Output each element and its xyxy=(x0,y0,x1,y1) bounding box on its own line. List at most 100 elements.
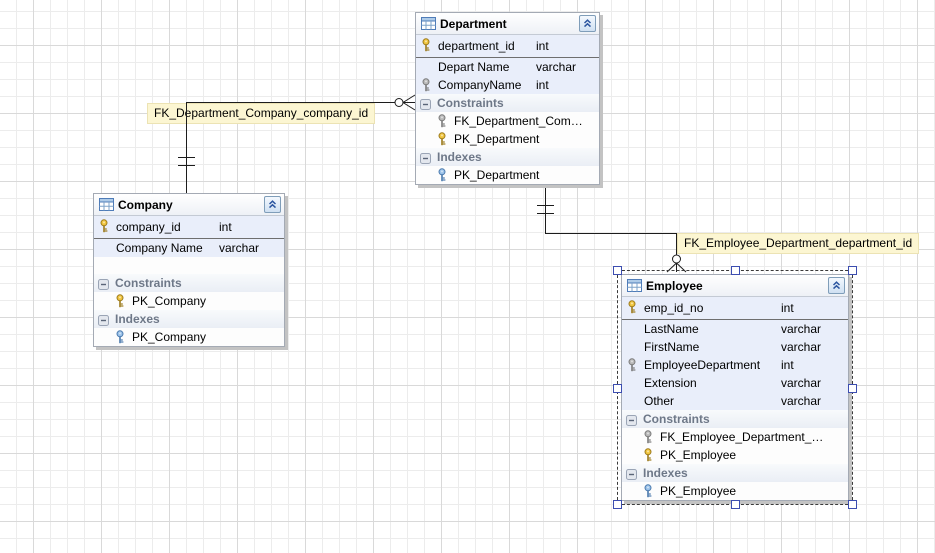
collapse-button[interactable] xyxy=(264,196,281,213)
column-name: Other xyxy=(644,394,675,408)
section-item[interactable]: PK_Company xyxy=(94,328,284,346)
section-label: Constraints xyxy=(115,276,182,290)
section-item[interactable]: PK_Department xyxy=(416,130,599,148)
section-item-name: PK_Company xyxy=(132,330,207,344)
table-title: Company xyxy=(118,197,173,212)
table-grid-icon xyxy=(627,279,642,292)
collapse-button[interactable] xyxy=(828,277,845,294)
section-item-name: PK_Department xyxy=(454,168,540,182)
section-collapse-toggle[interactable] xyxy=(98,313,109,331)
selection-handle[interactable] xyxy=(613,266,622,275)
section-header: Constraints xyxy=(622,410,848,428)
crow-foot-glyph xyxy=(402,94,416,111)
selection-handle[interactable] xyxy=(848,383,857,393)
relationship-line-employee-department[interactable] xyxy=(537,186,687,273)
column-name: CompanyName xyxy=(438,78,522,92)
collapse-minus-icon xyxy=(420,99,431,110)
section-label: Indexes xyxy=(643,466,688,480)
selection-handle[interactable] xyxy=(613,383,622,393)
section-item[interactable]: PK_Employee xyxy=(622,446,848,464)
section-item-name: PK_Employee xyxy=(660,448,737,462)
selection-handle[interactable] xyxy=(848,500,857,509)
column-type: varchar xyxy=(536,60,577,74)
foreign-key-icon xyxy=(644,430,652,444)
section-item[interactable]: FK_Employee_Department_… xyxy=(622,428,848,446)
primary-key-icon xyxy=(438,132,446,146)
column-type: int xyxy=(536,78,549,92)
primary-key-icon xyxy=(422,38,430,52)
column-type: varchar xyxy=(781,394,822,408)
relationship-label-fk-employee-department[interactable]: FK_Employee_Department_department_id xyxy=(677,233,920,254)
column-type: int xyxy=(781,301,794,315)
collapse-double-chevron-up-icon xyxy=(268,200,277,209)
primary-key-icon xyxy=(100,219,108,233)
index-key-icon xyxy=(438,168,446,182)
section-collapse-toggle[interactable] xyxy=(626,413,637,431)
collapse-double-chevron-up-icon xyxy=(832,281,841,290)
zero-or-circle-glyph xyxy=(672,254,681,264)
section-item[interactable]: PK_Company xyxy=(94,292,284,310)
section-item[interactable]: FK_Department_Com… xyxy=(416,112,599,130)
section-item[interactable]: PK_Department xyxy=(416,166,599,184)
relationship-label-fk-department-company[interactable]: FK_Department_Company_company_id xyxy=(147,103,376,124)
section-label: Constraints xyxy=(437,96,504,110)
table-grid-icon xyxy=(421,17,436,30)
column-row[interactable]: emp_id_no int xyxy=(622,298,848,320)
primary-key-icon xyxy=(116,294,124,308)
column-row[interactable]: CompanyName int xyxy=(416,76,599,94)
collapse-minus-icon xyxy=(626,469,637,480)
column-type: varchar xyxy=(219,241,260,255)
table-header[interactable]: Employee xyxy=(622,275,848,297)
section-header: Indexes xyxy=(622,464,848,482)
column-name: LastName xyxy=(644,322,699,336)
section-header: Constraints xyxy=(94,274,284,292)
primary-key-icon xyxy=(628,300,636,314)
section-header: Indexes xyxy=(416,148,599,166)
selection-handle[interactable] xyxy=(731,266,740,275)
column-name: company_id xyxy=(116,220,181,234)
section-header: Indexes xyxy=(94,310,284,328)
section-item[interactable]: PK_Employee xyxy=(622,482,848,500)
column-row[interactable]: Other varchar xyxy=(622,392,848,410)
section-collapse-toggle[interactable] xyxy=(420,97,431,115)
section-item-name: PK_Department xyxy=(454,132,540,146)
column-name: EmployeeDepartment xyxy=(644,358,761,372)
foreign-key-icon xyxy=(438,114,446,128)
section-collapse-toggle[interactable] xyxy=(98,277,109,295)
table-header[interactable]: Company xyxy=(94,194,284,216)
selection-handle[interactable] xyxy=(848,266,857,275)
foreign-key-icon xyxy=(628,358,636,372)
collapse-minus-icon xyxy=(98,279,109,290)
table-header[interactable]: Department xyxy=(416,13,599,35)
foreign-key-icon xyxy=(422,78,430,92)
column-name: emp_id_no xyxy=(644,301,704,315)
section-item-name: FK_Employee_Department_… xyxy=(660,430,824,444)
collapse-button[interactable] xyxy=(579,15,596,32)
table-title: Department xyxy=(440,16,507,31)
primary-key-icon xyxy=(644,448,652,462)
section-collapse-toggle[interactable] xyxy=(420,151,431,169)
section-collapse-toggle[interactable] xyxy=(626,467,637,485)
empty-row xyxy=(94,257,284,274)
selection-handle[interactable] xyxy=(613,500,622,509)
selection-handle[interactable] xyxy=(731,500,740,509)
column-type: int xyxy=(536,39,549,53)
